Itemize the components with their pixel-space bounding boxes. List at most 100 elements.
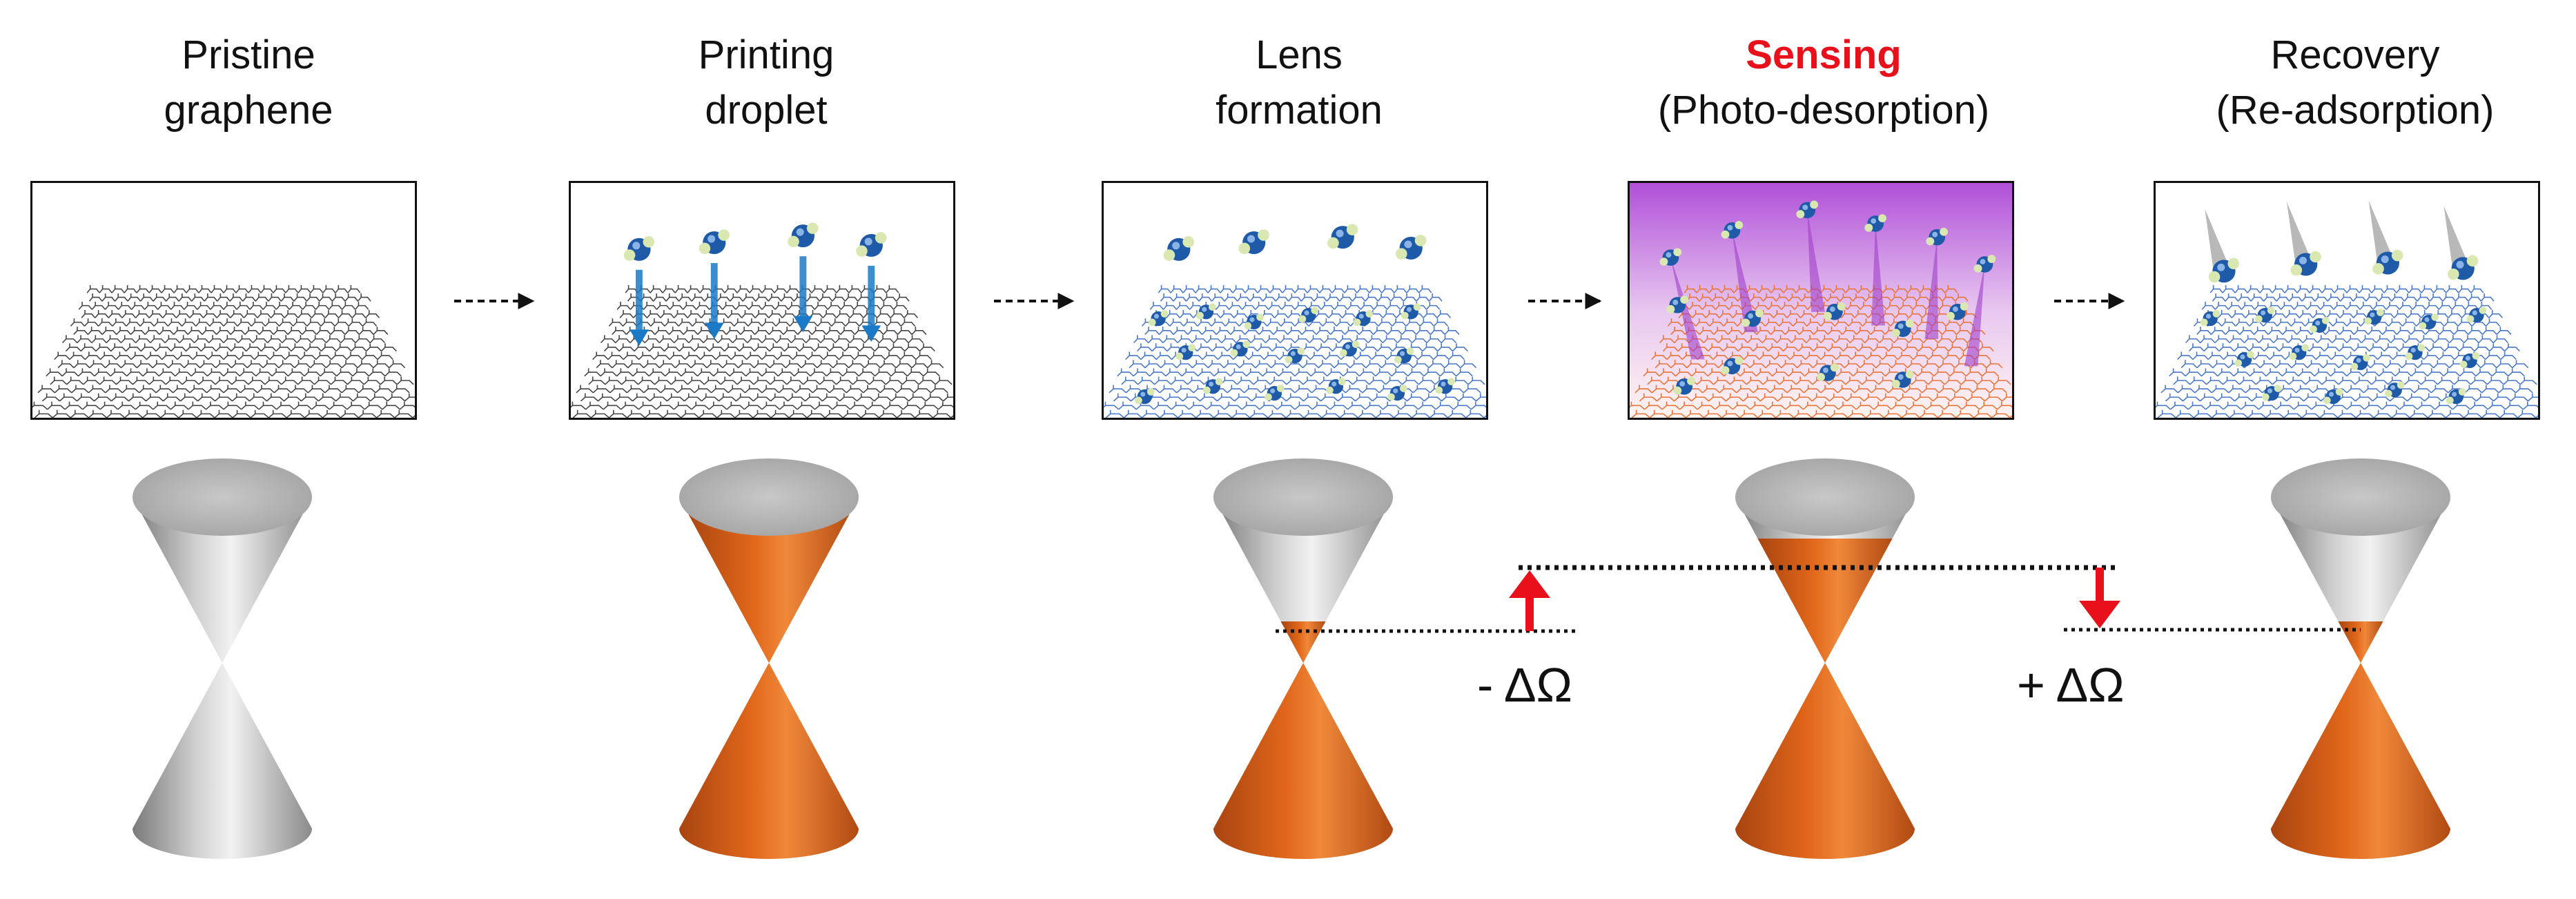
molecule-icon <box>2405 344 2426 360</box>
lattice-row <box>1144 327 1460 335</box>
molecule-icon <box>1148 310 1169 327</box>
molecule-icon <box>1135 388 1155 405</box>
lattice-row <box>1105 409 1486 418</box>
lattice-row <box>571 401 953 410</box>
lattice-row <box>2209 284 2484 293</box>
molecule-icon <box>1238 229 1269 254</box>
lattice-row <box>1133 335 1457 344</box>
molecule-icon <box>1327 224 1358 249</box>
lattice-icon <box>32 284 415 418</box>
molecule-icon <box>2234 351 2254 367</box>
molecule-icon <box>2459 352 2480 369</box>
molecule-icon <box>1203 378 1223 394</box>
molecule-icon <box>1796 200 1819 219</box>
trail <box>2368 200 2394 260</box>
lattice-row <box>2165 393 2538 402</box>
lattice-row <box>1655 360 2003 369</box>
lattice-row <box>32 401 415 410</box>
lattice-row <box>1104 401 1486 410</box>
molecule-icon <box>2255 307 2275 323</box>
lattice-row <box>34 409 415 418</box>
molecule-icon <box>1394 347 1414 364</box>
molecule-icon <box>1721 356 1744 375</box>
panel-lens <box>1102 181 1488 420</box>
molecule-icon <box>623 236 655 261</box>
molecule-icon <box>1353 310 1374 327</box>
lattice-row <box>1158 284 1432 293</box>
molecule-icon <box>1864 214 1886 232</box>
lattice-row <box>580 393 953 402</box>
stage-caption-4: Sensing (Photo-desorption) <box>1575 28 2072 138</box>
lattice-row <box>1630 401 2012 410</box>
molecule-icon <box>1817 363 1839 381</box>
molecule-icon <box>2310 316 2330 333</box>
lattice-row <box>1643 368 1999 377</box>
panel-pristine <box>30 181 417 420</box>
stage-caption-1: Pristine graphene <box>0 28 497 138</box>
lattice-row <box>572 409 953 418</box>
caption-line2: formation <box>1216 88 1383 133</box>
arrow-up-icon <box>1509 570 1550 631</box>
molecule-icon <box>856 232 887 257</box>
lattice-row <box>1121 376 1485 385</box>
uv-beam <box>1964 264 1985 367</box>
lattice-row <box>588 376 953 385</box>
lattice-row <box>65 343 397 352</box>
delta-minus: - ΔΩ <box>1477 658 1572 712</box>
lattice-row <box>54 351 393 360</box>
lattice-icon <box>2156 200 2538 418</box>
lattice-row <box>584 368 940 377</box>
arrow-down-icon <box>2079 568 2120 628</box>
molecule-icon <box>1298 307 1319 323</box>
lattice-icon <box>1630 183 2012 418</box>
lattice-row <box>37 385 410 394</box>
molecule-icon <box>1973 255 1996 273</box>
molecule-icon <box>2419 313 2439 330</box>
molecule-icon <box>1659 248 1682 266</box>
cone-icon <box>679 458 859 859</box>
panel-printing <box>569 181 955 420</box>
trail <box>2443 206 2469 264</box>
lattice-icon <box>571 222 953 418</box>
caption-line2: (Photo-desorption) <box>1657 88 1990 133</box>
droplet-arrow <box>635 269 643 331</box>
lattice-row <box>2169 368 2525 377</box>
lattice-row <box>2196 327 2512 335</box>
molecule-icon <box>2448 255 2479 280</box>
caption-line2: (Re-adsorption) <box>2216 88 2495 133</box>
molecule-icon <box>1946 302 1969 320</box>
lattice-row <box>41 393 415 402</box>
stage-caption-2: Printing droplet <box>518 28 1015 138</box>
uv-beam <box>1807 210 1825 312</box>
molecule-icon <box>2290 251 2321 276</box>
droplet-arrow <box>710 262 718 325</box>
molecule-icon <box>2466 307 2487 323</box>
lattice-row <box>1639 393 2012 402</box>
lattice-row <box>88 293 371 302</box>
caption-line1: Pristine <box>182 32 315 77</box>
lattice-row <box>592 351 932 360</box>
lattice-row <box>2156 401 2538 410</box>
caption-line1: Lens <box>1256 32 1343 77</box>
lattice-row <box>61 335 386 344</box>
caption-line1: Printing <box>698 32 835 77</box>
molecule-icon <box>1926 227 1949 246</box>
molecule-icon <box>1891 319 1914 338</box>
arrow-icon <box>704 322 724 340</box>
molecule-icon <box>1396 235 1427 260</box>
molecule-icon <box>1326 378 1346 394</box>
lattice-row <box>1670 327 1986 335</box>
lattice-row <box>2157 409 2538 418</box>
molecule-icon <box>1673 377 1695 395</box>
arrow-icon <box>630 329 649 346</box>
molecule-icon <box>1244 313 1264 330</box>
lattice-row <box>81 310 380 318</box>
caption-line2: droplet <box>705 88 828 133</box>
droplet-arrow <box>799 256 807 318</box>
lattice-row <box>2185 335 2509 344</box>
molecule-icon <box>1823 302 1846 320</box>
molecule-icon <box>1230 340 1251 357</box>
cone-icon <box>1735 458 1915 859</box>
molecule-icon <box>1666 296 1689 313</box>
